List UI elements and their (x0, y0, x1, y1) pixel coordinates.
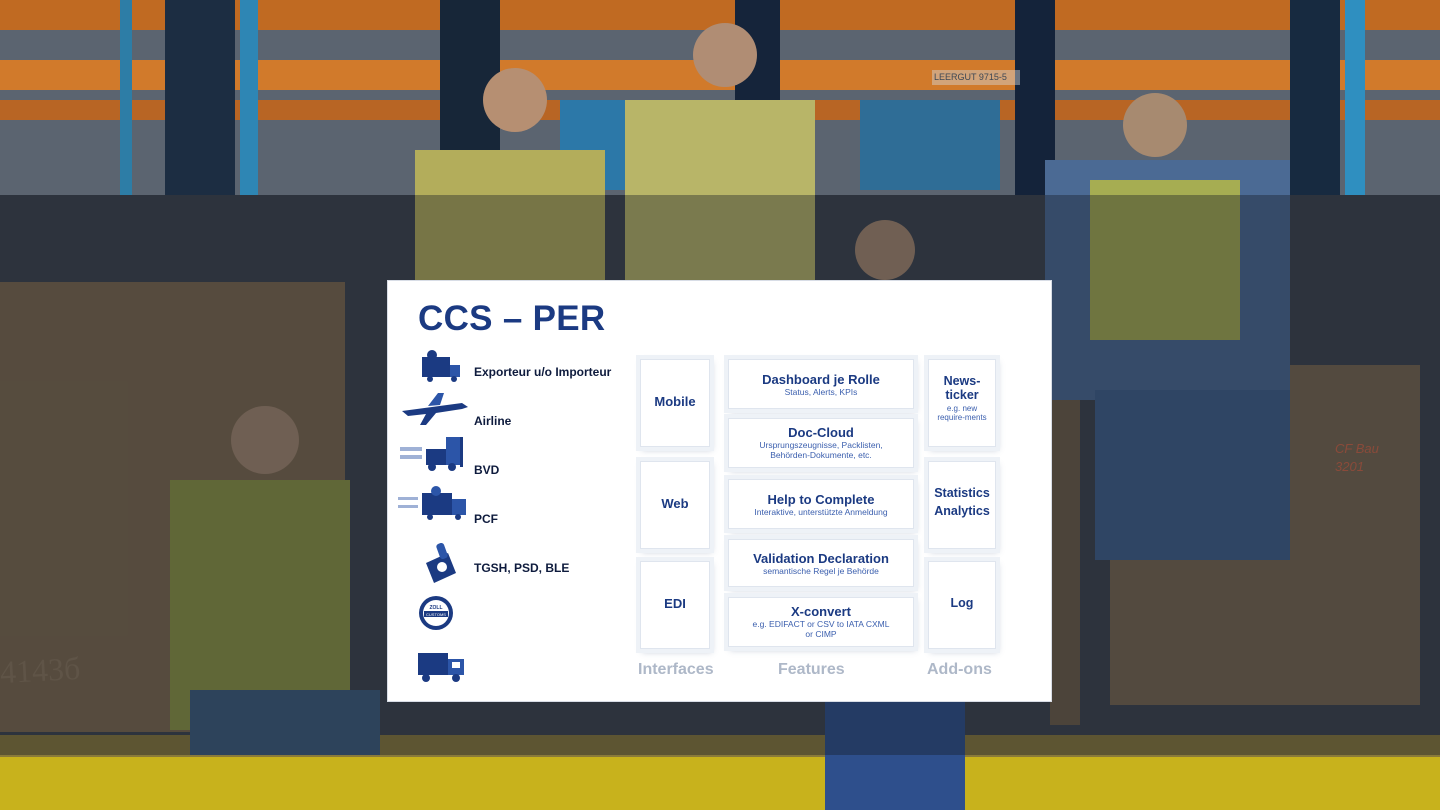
airplane-icon (402, 393, 468, 425)
stamp-document-icon (426, 543, 456, 583)
actor-label: PCF (474, 512, 498, 526)
actor-zoll: ZOLL CUSTOMS (388, 593, 628, 633)
addon-news-ticker: News-ticker e.g. new require-ments (928, 359, 996, 447)
column-label-features: Features (778, 661, 845, 678)
addon-subtitle: e.g. new require-ments (937, 404, 987, 422)
feature-dashboard: Dashboard je Rolle Status, Alerts, KPIs (728, 359, 914, 409)
truck-icon (418, 653, 464, 682)
feature-subtitle: semantische Regel je Behörde (763, 566, 879, 576)
addon-title: News-ticker (943, 374, 981, 402)
feature-title: Help to Complete (767, 492, 875, 507)
feature-title: Doc-Cloud (788, 425, 854, 440)
addon-title: Log (950, 596, 974, 610)
feature-validation-declaration: Validation Declaration semantische Regel… (728, 539, 914, 587)
actor-bvd: BVD (388, 433, 628, 477)
zoll-customs-seal-icon: ZOLL CUSTOMS (419, 596, 453, 630)
actor-pcf: PCF (388, 485, 628, 526)
column-label-interfaces: Interfaces (638, 661, 714, 678)
actor-airline: Airline (388, 389, 628, 429)
crate-number-text: 4143б (0, 649, 82, 691)
feature-subtitle: Status, Alerts, KPIs (784, 387, 858, 397)
delivery-truck-icon (398, 486, 466, 520)
feature-subtitle: e.g. EDIFACT or CSV to IATA CXML or CIMP (752, 619, 890, 639)
column-label-addons: Add-ons (927, 661, 992, 678)
feature-title: Validation Declaration (753, 551, 889, 566)
feature-x-convert: X-convert e.g. EDIFACT or CSV to IATA CX… (728, 597, 914, 647)
zoll-seal-text-top: ZOLL (429, 605, 442, 611)
warehouse-sign: LEERGUT 9715-5 (932, 70, 1020, 85)
interface-title: Mobile (654, 394, 696, 409)
feature-subtitle: Ursprungszeugnisse, Packlisten, Behörden… (759, 440, 883, 460)
feature-subtitle: Interaktive, unterstützte Anmeldung (754, 507, 888, 517)
crate-marks: CF Bau 3201 (1335, 441, 1379, 474)
feature-title: Dashboard je Rolle (762, 372, 880, 387)
zoll-seal-text-bottom: CUSTOMS (426, 612, 446, 617)
feature-help-to-complete: Help to Complete Interaktive, unterstütz… (728, 479, 914, 529)
interface-web: Web (640, 461, 710, 549)
interface-edi: EDI (640, 561, 710, 649)
addon-title: Statistics Analytics (934, 486, 990, 518)
slide-title: CCS – PER (418, 299, 606, 338)
exporter-truck-icon (422, 350, 460, 382)
addon-log: Log (928, 561, 996, 649)
actor-label: Airline (474, 414, 512, 428)
interface-title: Web (661, 496, 689, 511)
actor-tgsh: TGSH, PSD, BLE (388, 543, 628, 583)
actor-label: BVD (474, 463, 500, 477)
interface-title: EDI (664, 596, 686, 611)
actor-truck (388, 647, 628, 687)
interface-mobile: Mobile (640, 359, 710, 447)
actor-label: TGSH, PSD, BLE (474, 561, 570, 575)
ccs-per-slide: CCS – PER Exporteur u/o Importeur Airlin… (388, 281, 1051, 701)
addon-statistics-analytics: Statistics Analytics (928, 461, 996, 549)
feature-title: X-convert (791, 604, 851, 619)
forklift-icon (400, 437, 463, 471)
actor-exporteur: Exporteur u/o Importeur (388, 349, 628, 389)
actor-label: Exporteur u/o Importeur (474, 365, 612, 379)
feature-doc-cloud: Doc-Cloud Ursprungszeugnisse, Packlisten… (728, 418, 914, 468)
